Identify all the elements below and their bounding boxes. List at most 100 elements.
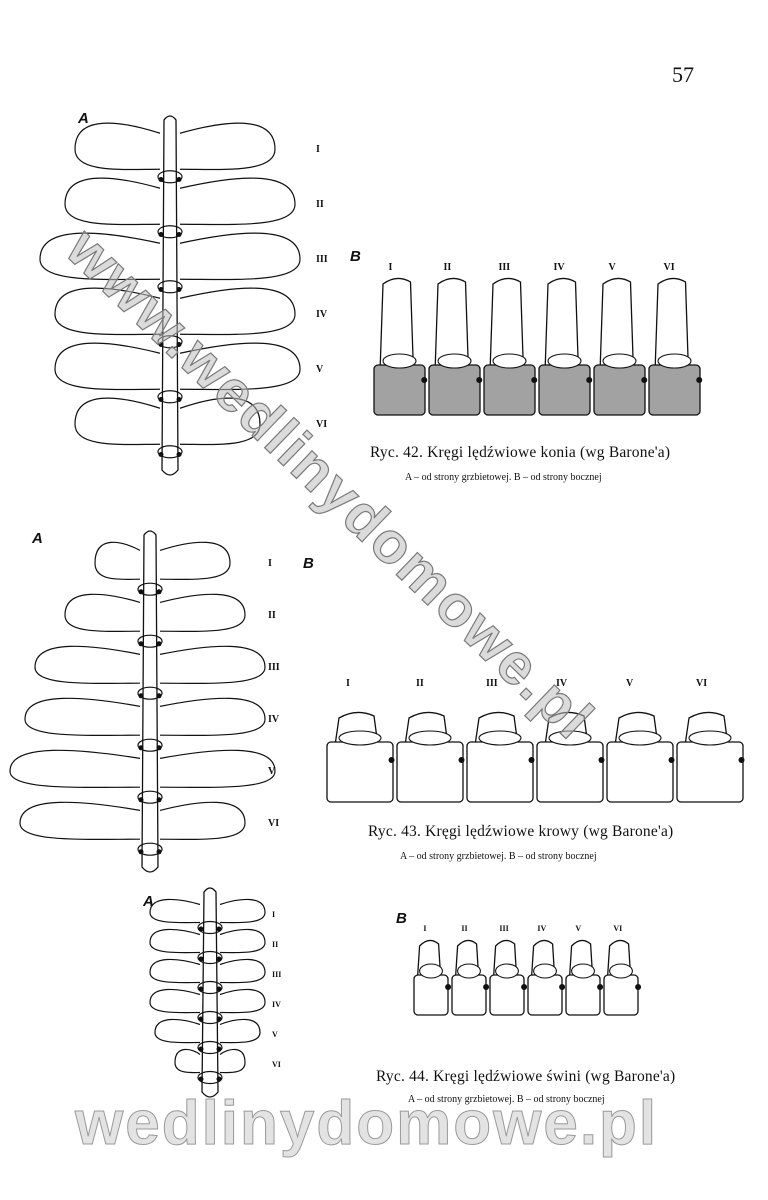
fig44-transverse-process (571, 963, 595, 979)
fig42-articular-process (157, 280, 183, 294)
fig44-joint-shading (216, 1076, 222, 1082)
fig43-right-transverse-process (159, 697, 266, 736)
fig43-spinous-process (614, 711, 659, 743)
fig44-joint-shading (216, 1016, 222, 1022)
fig44-right-transverse-process (219, 958, 266, 984)
fig42-articular-process (157, 225, 183, 239)
fig43-spinous-column (141, 530, 159, 873)
fig42-spinous-process (599, 277, 634, 366)
fig43-joint-shading (156, 797, 162, 803)
fig44-vertebra-label: V (575, 924, 582, 933)
fig42-label-a: A (78, 110, 89, 127)
fig42-joint-shading (158, 177, 164, 182)
fig44-foramen-shading (559, 984, 566, 990)
fig43-transverse-process (688, 730, 732, 746)
fig44-foramen-shading (521, 984, 528, 990)
fig44-right-transverse-process (219, 1048, 246, 1074)
fig42-spinous-process (489, 277, 524, 366)
fig42-vertebra-label: III (316, 253, 328, 265)
fig44-left-transverse-process (149, 958, 201, 984)
fig44-right-transverse-process (219, 898, 266, 924)
fig44-vertebral-body (451, 974, 487, 1016)
fig44-vertebral-body (489, 974, 525, 1016)
fig43-vertebra-label: III (486, 678, 498, 689)
fig43-transverse-process (548, 730, 592, 746)
fig44-vertebra-label: III (499, 924, 509, 933)
fig44-vertebra-label: VI (272, 1059, 281, 1069)
fig42-foramen-shading (531, 377, 538, 383)
fig44-vertebra-label: V (272, 1029, 278, 1039)
fig42-right-transverse-process (179, 122, 276, 171)
fig43-subcaption: A – od strony grzbietowej. B – od strony… (400, 851, 597, 862)
fig44-transverse-process (457, 963, 481, 979)
fig44-vertebral-body (565, 974, 601, 1016)
fig42-joint-shading (176, 342, 182, 347)
fig44-vertebra-label: VI (613, 924, 623, 933)
fig42-left-transverse-process (54, 342, 161, 391)
fig44-left-transverse-process (149, 928, 201, 954)
fig42-joint-shading (158, 397, 164, 402)
fig43-spinous-process (684, 711, 729, 743)
fig44-left-transverse-process (154, 1018, 201, 1044)
fig44-joint-shading (198, 1046, 204, 1052)
fig43-foramen-shading (388, 757, 395, 763)
fig43-label-b: B (303, 555, 314, 572)
fig42-joint-shading (176, 452, 182, 457)
fig44-spinous-process (455, 939, 480, 976)
fig44-joint-shading (198, 956, 204, 962)
fig43-articular-process (137, 686, 163, 700)
fig43-foramen-shading (668, 757, 675, 763)
fig42-vertebra-label: VI (316, 418, 328, 430)
fig43-vertebra-label: I (346, 678, 350, 689)
fig44-transverse-process (495, 963, 519, 979)
fig43-articular-process (137, 634, 163, 648)
fig42-vertebra-label: IV (316, 308, 328, 320)
fig42-joint-shading (158, 232, 164, 237)
fig43-spinous-process (474, 711, 519, 743)
fig43-left-transverse-process (19, 801, 141, 840)
fig44-foramen-shading (597, 984, 604, 990)
fig44-spinous-process (493, 939, 518, 976)
fig44-vertebral-body (413, 974, 449, 1016)
fig42-foramen-shading (421, 377, 428, 383)
fig44-spinous-process (417, 939, 442, 976)
fig43-joint-shading (138, 589, 144, 595)
fig42-articular-process (157, 170, 183, 184)
fig44-right-transverse-process (219, 928, 266, 954)
fig44-foramen-shading (635, 984, 642, 990)
fig44-right-transverse-process (219, 988, 266, 1014)
fig43-joint-shading (156, 641, 162, 647)
fig43-left-transverse-process (34, 645, 141, 684)
fig42-right-transverse-process (179, 342, 301, 391)
fig43-left-transverse-process (64, 593, 141, 632)
fig42-spinous-process (379, 277, 414, 366)
fig44-transverse-process (419, 963, 443, 979)
fig44-joint-shading (216, 926, 222, 932)
fig44-foramen-shading (483, 984, 490, 990)
fig44-right-transverse-process (219, 1018, 261, 1044)
fig42-right-transverse-process (179, 397, 261, 446)
fig42-transverse-process (437, 353, 472, 369)
page-number: 57 (672, 62, 694, 87)
fig43-foramen-shading (528, 757, 535, 763)
fig42-subcaption: A – od strony grzbietowej. B – od strony… (405, 472, 602, 483)
fig42-vertebra-label: III (498, 262, 511, 273)
fig42-right-transverse-process (179, 177, 296, 226)
fig42-foramen-shading (476, 377, 483, 383)
fig43-left-transverse-process (94, 541, 141, 580)
fig43-transverse-process (618, 730, 662, 746)
fig44-articular-process (197, 1040, 223, 1055)
fig42-joint-shading (158, 287, 164, 292)
fig42-caption: Ryc. 42. Kręgi lędźwiowe konia (wg Baron… (370, 444, 671, 461)
fig43-right-transverse-process (159, 749, 276, 788)
fig44-transverse-process (533, 963, 557, 979)
fig42-joint-shading (176, 177, 182, 182)
fig43-joint-shading (156, 693, 162, 699)
fig44-articular-process (197, 1070, 223, 1085)
fig44-vertebra-label: II (461, 924, 468, 933)
fig43-articular-process (137, 738, 163, 752)
fig44-spinous-process (531, 939, 556, 976)
